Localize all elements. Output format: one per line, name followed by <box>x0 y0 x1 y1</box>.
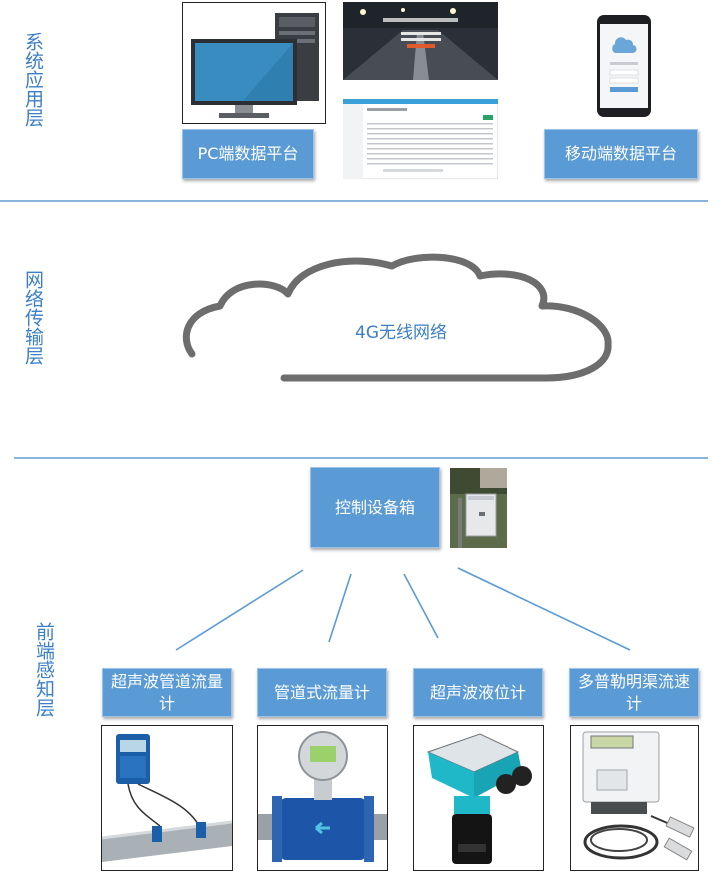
pc-computer-image <box>182 2 326 124</box>
web-table-screenshot <box>342 98 499 180</box>
device-pipe-flow-box: 管道式流量计 <box>257 668 387 717</box>
device-doppler-flow-box: 多普勒明渠流速计 <box>569 668 699 717</box>
layer-label-network: 网络传输层 <box>22 270 44 365</box>
divider-bottom <box>14 457 708 459</box>
doppler-flow-meter-image <box>570 725 699 871</box>
pc-platform-box: PC端数据平台 <box>182 129 314 179</box>
ultrasonic-level-meter-image <box>413 725 544 871</box>
mobile-platform-box: 移动端数据平台 <box>544 129 698 179</box>
divider-top <box>0 200 708 202</box>
control-box: 控制设备箱 <box>310 467 440 548</box>
layer-label-app: 系统应用层 <box>22 32 44 127</box>
mobile-phone-image <box>596 14 652 118</box>
web-login-screenshot <box>343 2 498 80</box>
cloud-label: 4G无线网络 <box>355 323 447 343</box>
pipe-flow-meter-image <box>257 725 388 871</box>
layer-label-sensing: 前端感知层 <box>33 622 55 717</box>
control-box-photo <box>450 468 507 548</box>
device-ultrasonic-level-box: 超声波液位计 <box>413 668 543 717</box>
cloud-shape <box>182 253 612 382</box>
ultrasonic-flow-meter-image <box>101 725 233 871</box>
device-ultrasonic-flow-box: 超声波管道流量计 <box>102 668 232 717</box>
